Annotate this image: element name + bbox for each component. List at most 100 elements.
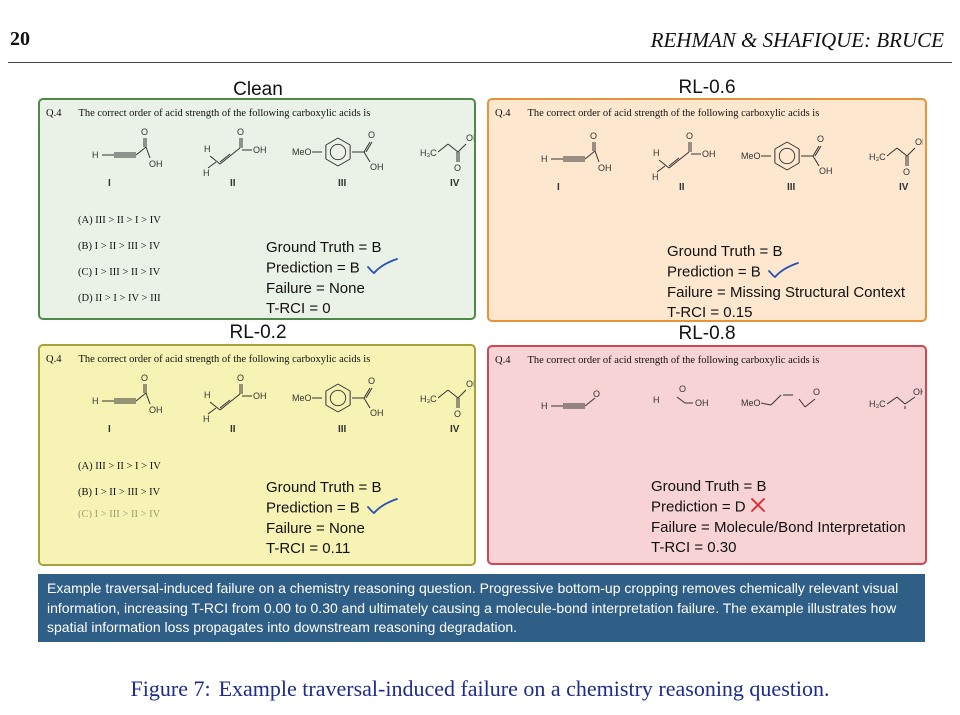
page-number: 20 <box>10 28 30 50</box>
option-d: (D) II > I > IV > III <box>78 293 161 304</box>
atom-label: H <box>653 395 660 405</box>
atom-label: OH <box>695 398 709 408</box>
atom-label: O <box>817 134 824 144</box>
result-block: Ground Truth = B Prediction = B Failure … <box>266 478 398 558</box>
atom-label: OH <box>702 149 716 159</box>
atom-label: OH <box>466 379 474 389</box>
numeral-1: I <box>557 182 560 193</box>
ground-truth: Ground Truth = B <box>667 243 783 260</box>
atom-label: O <box>686 131 693 141</box>
numeral-2: II <box>679 182 685 193</box>
option-c: (C) I > III > II > IV <box>78 267 161 278</box>
atom-label: O <box>593 389 600 399</box>
atom-label: H₃C <box>869 152 886 162</box>
atom-label: OH <box>598 163 612 173</box>
atom-label: OH <box>370 408 384 418</box>
check-icon <box>767 261 799 284</box>
atom-label: MeO <box>292 147 312 157</box>
numeral-4: IV <box>450 424 460 435</box>
atom-label: MeO <box>292 393 312 403</box>
molecule-structures: HOHOOHMeOOH₃COH <box>519 377 925 447</box>
atom-label: H <box>652 172 659 182</box>
ground-truth: Ground Truth = B <box>266 479 382 496</box>
option-a: (A) III > II > I > IV <box>78 461 161 472</box>
molecule-structures: H O OH H O OH H MeO O OH H₃C OH O <box>70 372 474 442</box>
ground-truth: Ground Truth = B <box>266 239 382 256</box>
numeral-4: IV <box>899 182 909 193</box>
atom-label: H₃C <box>420 394 437 404</box>
atom-label: O <box>141 373 148 383</box>
question: Q.4 The correct order of acid strength o… <box>46 108 370 119</box>
trci: T-RCI = 0.11 <box>266 539 351 557</box>
trci: T-RCI = 0.15 <box>667 303 753 321</box>
question-text: The correct order of acid strength of th… <box>527 355 820 366</box>
molecule-drawing: H O OH H O OH H MeO O OH H₃C OH O <box>92 373 474 424</box>
question-number: Q.4 <box>46 354 62 365</box>
atom-label: OH <box>253 145 267 155</box>
numeral-3: III <box>338 178 347 189</box>
question-number: Q.4 <box>495 355 511 366</box>
atom-label: O <box>679 384 686 394</box>
molecule-drawing: HOHOOHMeOOH₃COH <box>541 384 925 411</box>
numeral-1: I <box>108 424 111 435</box>
panel-title-rl02: RL-0.2 <box>229 322 287 343</box>
prediction: Prediction = D <box>651 498 746 516</box>
atom-label: H <box>541 154 548 164</box>
atom-label: OH <box>253 391 267 401</box>
result-block: Ground Truth = B Prediction = B Failure … <box>266 238 398 318</box>
atom-label: O <box>368 376 375 386</box>
trci: T-RCI = 0.30 <box>651 538 737 556</box>
atom-label: H <box>204 390 211 400</box>
failure: Failure = Missing Structural Context <box>667 284 906 301</box>
molecule-numerals: I II III IV <box>519 182 923 196</box>
check-icon <box>366 497 398 520</box>
atom-label: OH <box>149 159 163 169</box>
atom-label: H <box>203 414 210 424</box>
atom-label: O <box>454 409 461 419</box>
question-number: Q.4 <box>46 108 62 119</box>
prediction: Prediction = B <box>266 259 360 277</box>
atom-label: H <box>92 396 99 406</box>
atom-label: O <box>237 373 244 383</box>
caption-text: Example traversal-induced failure on a c… <box>218 676 830 701</box>
caption-label: Figure 7: <box>130 676 211 701</box>
answer-options: (A) III > II > I > IV (B) I > II > III >… <box>78 208 161 312</box>
atom-label: O <box>903 167 910 177</box>
atom-label: OH <box>913 387 923 397</box>
panel-title-rl08: RL-0.8 <box>678 323 736 344</box>
atom-label: H₃C <box>869 399 886 409</box>
atom-label: O <box>141 127 148 137</box>
question: Q.4 The correct order of acid strength o… <box>495 355 819 366</box>
check-icon <box>366 257 398 280</box>
atom-label: O <box>237 127 244 137</box>
atom-label: OH <box>915 137 923 147</box>
question-text: The correct order of acid strength of th… <box>527 108 820 119</box>
atom-label: H <box>204 144 211 154</box>
atom-label: OH <box>149 405 163 415</box>
running-title: REHMAN & SHAFIQUE: BRUCE <box>650 28 944 52</box>
molecule-structures: HOOHHOOHHMeOOOHH₃COHO <box>519 130 925 200</box>
prediction: Prediction = B <box>667 263 761 281</box>
atom-label: H <box>541 401 548 411</box>
atom-label: H <box>92 150 99 160</box>
prediction: Prediction = B <box>266 499 360 517</box>
atom-label: H₃C <box>420 148 437 158</box>
question: Q.4 The correct order of acid strength o… <box>495 108 819 119</box>
atom-label: H <box>653 148 660 158</box>
question-text: The correct order of acid strength of th… <box>78 354 371 365</box>
atom-label: MeO <box>741 151 761 161</box>
atom-label: O <box>590 131 597 141</box>
atom-label: MeO <box>741 398 761 408</box>
answer-options: (A) III > II > I > IV (B) I > II > III >… <box>78 454 161 518</box>
numeral-3: III <box>787 182 796 193</box>
numeral-1: I <box>108 178 111 189</box>
panel-rl06: Q.4 The correct order of acid strength o… <box>487 98 927 322</box>
atom-label: O <box>813 387 820 397</box>
header-rule <box>8 62 952 63</box>
molecule-structures: HOOHHOOHHMeOOOHH₃COHO <box>70 126 474 196</box>
numeral-2: II <box>230 424 236 435</box>
option-b: (B) I > II > III > IV <box>78 241 161 252</box>
numeral-3: III <box>338 424 347 435</box>
result-block: Ground Truth = B Prediction = D Failure … <box>651 477 906 557</box>
atom-label: H <box>203 168 210 178</box>
